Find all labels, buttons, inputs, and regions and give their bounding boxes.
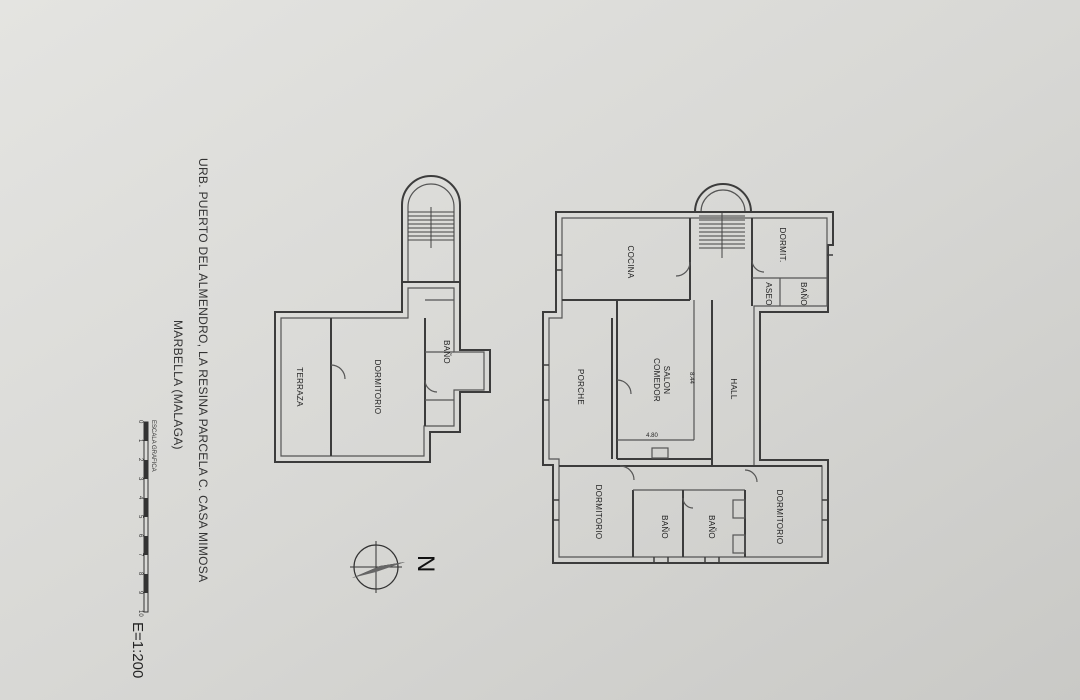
ground-room-comedor-label: COMEDOR (652, 358, 661, 402)
ground-room-bano-mid-right-label: BAÑO (707, 515, 716, 539)
ground-closet (732, 499, 746, 519)
scale-tick-label: 3 (137, 477, 143, 481)
ground-room-aseo-label: ASEO (764, 282, 773, 305)
ground-door-arc (751, 259, 765, 273)
ground-floor-outline (542, 211, 834, 564)
scale-bar-segment (144, 460, 148, 479)
ground-stair-arch (694, 183, 752, 213)
ground-room-bano-mid-left-label: BAÑO (660, 515, 669, 539)
upper-room-dormitorio-label: DORMITORIO (373, 360, 382, 415)
dimension-width-short: 4.80 (646, 433, 658, 439)
upper-stair-tower (401, 175, 461, 282)
scale-tick-label: 4 (137, 496, 143, 500)
ground-room-dormitorio-left-label: DORMITORIO (594, 485, 603, 540)
north-letter: N (412, 555, 439, 572)
scale-bar-segment (144, 422, 148, 441)
upper-stair-tower-inner (407, 183, 455, 282)
scale-tick-label: 2 (137, 458, 143, 462)
ground-door-arc (744, 469, 758, 483)
scale-title: ESCALA GRAFICA (150, 420, 156, 472)
ground-room-bano-top-label: BAÑO (799, 282, 808, 306)
ground-room-dormitorio-right-label: DORMITORIO (775, 490, 784, 545)
ground-door-arc (682, 497, 694, 509)
ground-room-porche-label: PORCHE (576, 369, 585, 405)
upper-room-terraza-label: TERRAZA (295, 367, 304, 407)
upper-floor-outline-inner (280, 287, 485, 457)
upper-door-arc (330, 364, 346, 380)
ground-floor-plan: COCINA DORMIT. ASEO BAÑO PORCHE SALON CO… (542, 183, 834, 564)
ground-room-salon-label: SALON (662, 366, 671, 395)
ground-door-arc (619, 465, 635, 481)
ground-windows (543, 254, 833, 563)
ground-door-arc (616, 379, 632, 395)
ground-closet (732, 534, 746, 554)
graphic-scale: ESCALA GRAFICA 0 1 2 3 4 5 6 7 8 9 10 E=1:200 (129, 420, 156, 678)
upper-door-arc (424, 379, 438, 393)
north-arrow: N (350, 541, 439, 593)
ground-door-arc (675, 261, 691, 277)
scale-ratio: E=1:200 (129, 622, 146, 678)
scale-bar-segment (144, 536, 148, 555)
ground-staircase (699, 212, 745, 258)
dimension-width-long: 8.44 (688, 372, 694, 384)
scale-tick-label: 5 (137, 515, 143, 519)
ground-stair-arch-inner (700, 189, 746, 213)
scale-tick-label: 6 (137, 534, 143, 538)
caption-block: URB. PUERTO DEL ALMENDRO, LA RESINA PARC… (171, 158, 210, 582)
fireplace-icon (651, 447, 669, 459)
scale-tick-label: 0 (137, 420, 143, 424)
compass-needle-shade (352, 562, 405, 578)
scale-tick-label: 8 (137, 572, 143, 576)
scale-tick-labels: 0 1 2 3 4 5 6 7 8 9 10 (137, 420, 143, 617)
ground-room-cocina-label: COCINA (626, 246, 635, 279)
scale-tick-label: 9 (137, 591, 143, 595)
caption-line-1: URB. PUERTO DEL ALMENDRO, LA RESINA PARC… (196, 158, 210, 582)
upper-floor-outline (274, 281, 491, 463)
scale-tick-label: 7 (137, 553, 143, 557)
ground-floor-outline-inner (548, 217, 828, 558)
upper-room-bano-label: BAÑO (442, 340, 451, 364)
ground-room-hall-label: HALL (729, 378, 738, 399)
scale-bar-segment (144, 498, 148, 517)
upper-floor-plan: TERRAZA DORMITORIO BAÑO (274, 175, 491, 463)
scale-tick-label: 10 (137, 610, 143, 617)
upper-staircase (408, 207, 454, 248)
caption-line-2: MARBELLA (MALAGA) (171, 320, 185, 450)
scale-tick-label: 1 (137, 439, 143, 443)
scale-bar-segment (144, 574, 148, 593)
ground-room-dormit-label: DORMIT. (778, 228, 787, 263)
